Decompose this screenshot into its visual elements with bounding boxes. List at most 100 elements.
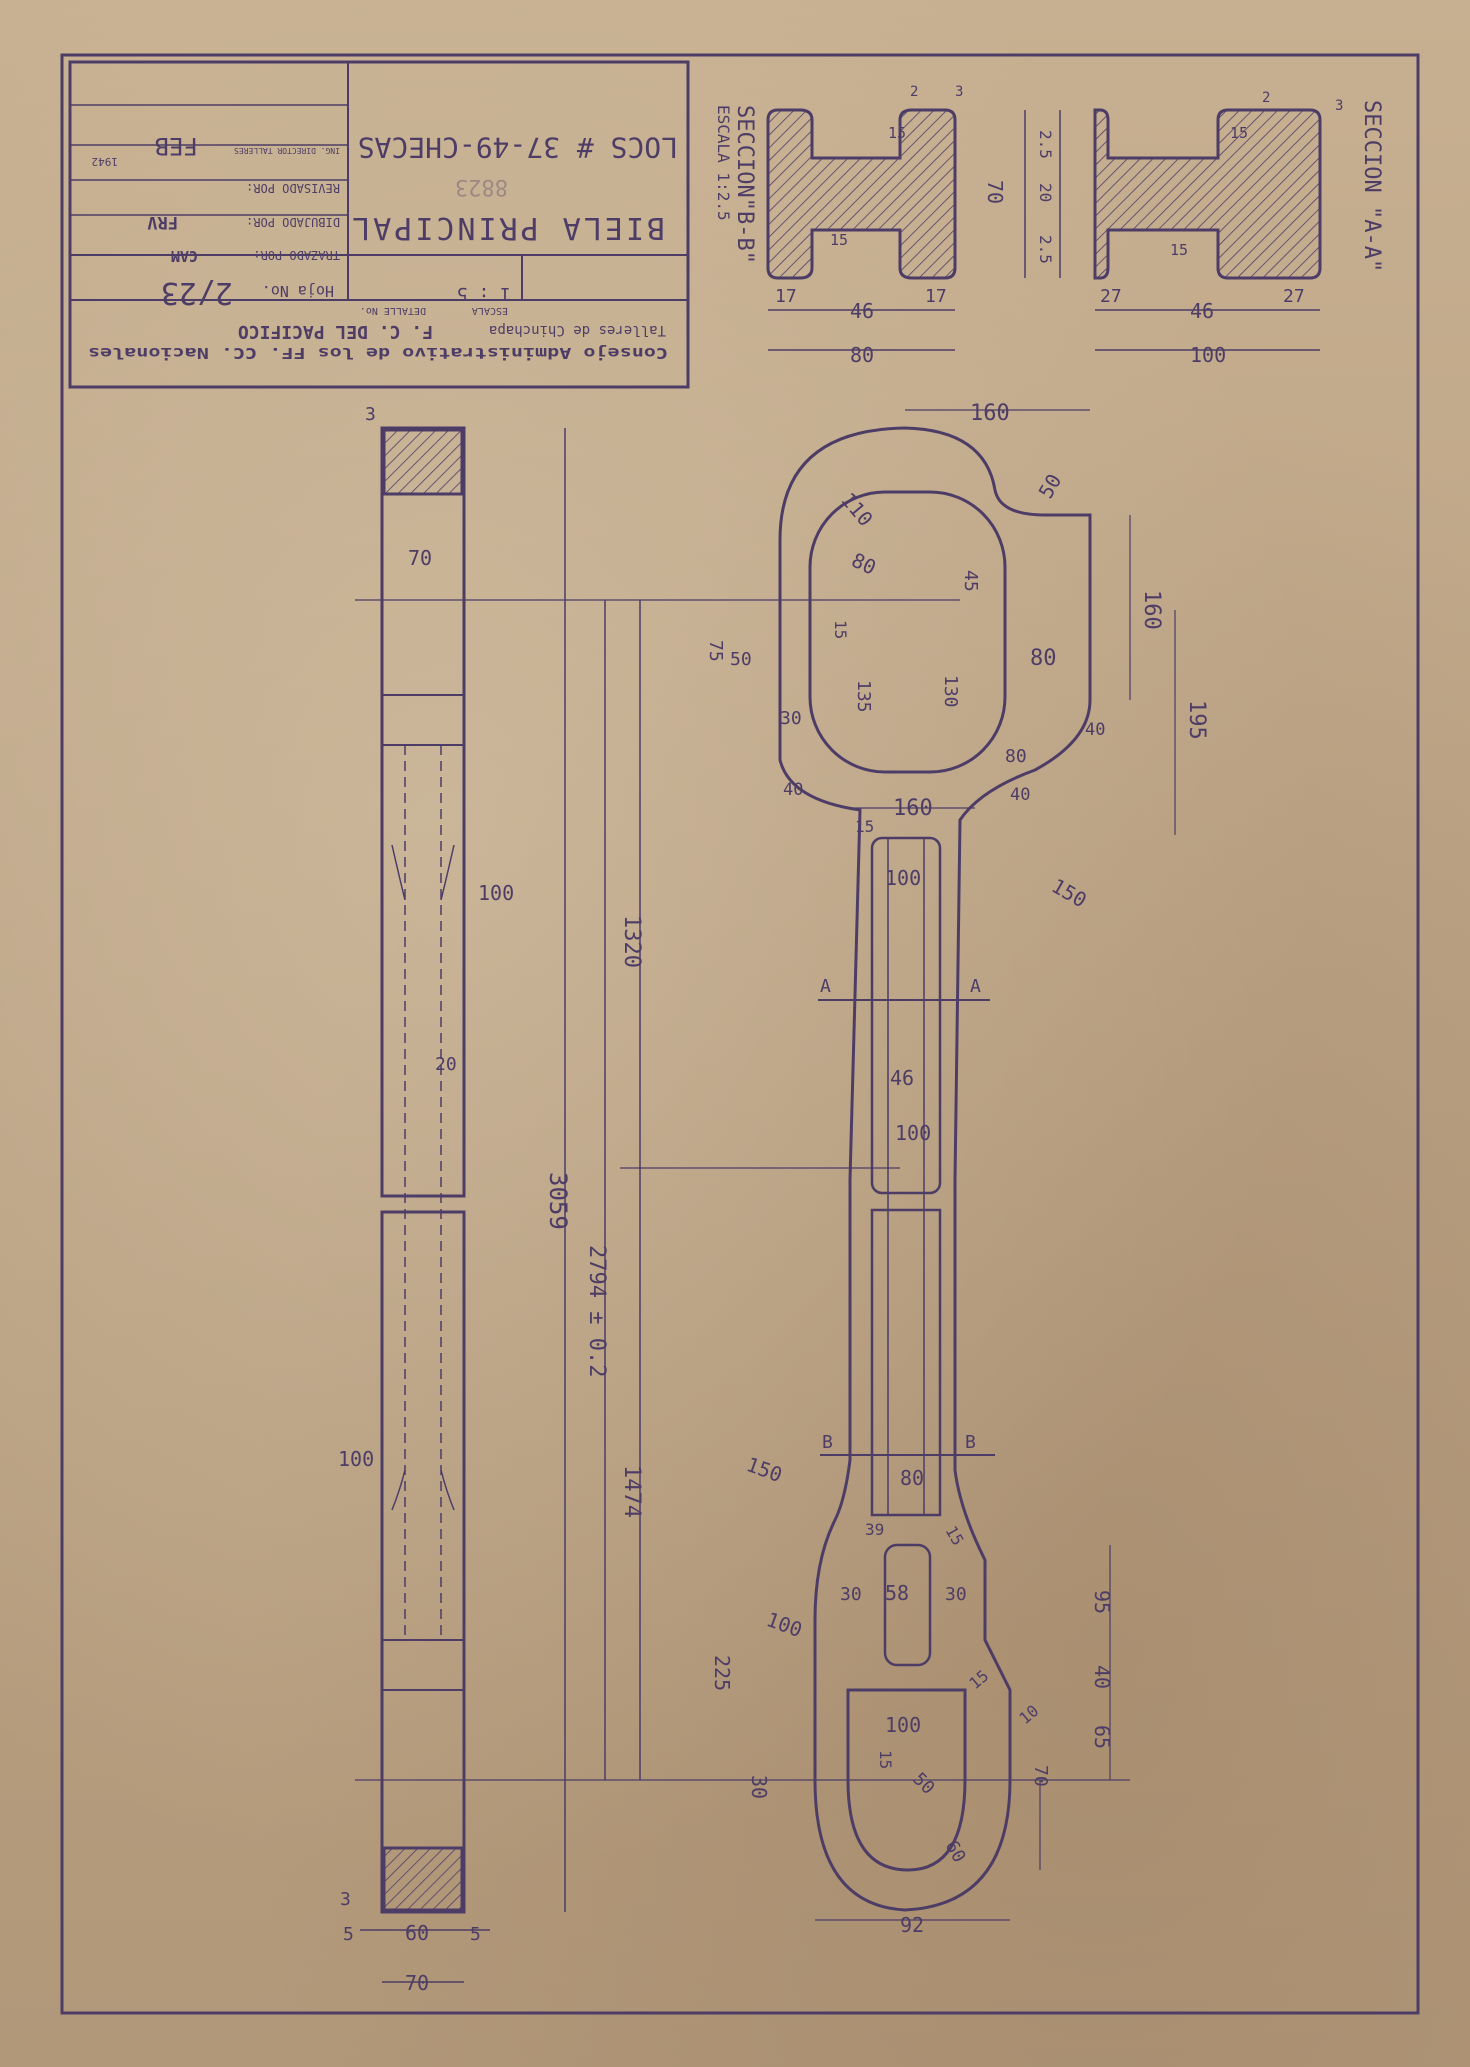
scale-label: ESCALA [472, 305, 508, 316]
section-b-dim-3: 15 [888, 124, 906, 142]
sheet-label: Hoja No. [262, 282, 334, 300]
approved-value: FEB [155, 132, 198, 160]
section-a-dim-3: 15 [1230, 124, 1248, 142]
section-b-b: SECCION"B-B" ESCALA 1:2.5 2 3 15 15 17 4… [714, 84, 963, 367]
small-dim-6: 58 [885, 1581, 909, 1605]
section-a-dim-4: 15 [1170, 241, 1188, 259]
pencil-note: 8823 [455, 174, 508, 199]
traced-label: TRAZADO POR: [253, 248, 340, 262]
small-end-dimensions: B B 150 80 15 39 30 58 30 95 40 65 100 1… [710, 1432, 1114, 1937]
small-dim-21: 92 [900, 1913, 924, 1937]
section-a-dim-1: 2 [1262, 90, 1270, 106]
overall-length: 3059 [544, 1172, 572, 1230]
section-a-dim-5: 2.5 [1036, 130, 1055, 159]
big-dim-18: 40 [1010, 785, 1030, 805]
big-dim-11: 135 [853, 680, 874, 713]
section-cut-a-left: A [820, 976, 831, 997]
small-dim-11: 100 [763, 1607, 805, 1642]
section-cut-b-right: B [965, 1432, 976, 1453]
small-dim-2: 80 [900, 1466, 924, 1490]
org-line-1: Consejo Administrativo de los FF. CC. Na… [88, 344, 668, 362]
year: 1942 [92, 155, 119, 168]
section-a-dim-11: 27 [1283, 286, 1305, 307]
side-dim-9: 5 [470, 1924, 481, 1945]
center-distance: 2794 ± 0.2 [584, 1245, 609, 1377]
side-dim-6: 3 [340, 1889, 351, 1910]
section-b-dim-6: 46 [850, 299, 874, 323]
small-dim-10: 65 [1090, 1725, 1114, 1749]
big-dim-7: 195 [1184, 700, 1209, 740]
side-dim-8: 60 [405, 1921, 429, 1945]
side-dim-2: 70 [408, 546, 432, 570]
side-dim-10: 70 [405, 1971, 429, 1995]
small-dim-15: 100 [885, 1713, 921, 1737]
section-a-dim-6: 20 [1036, 183, 1055, 202]
section-b-dim-2: 3 [955, 84, 963, 100]
small-dim-20: 70 [1030, 1765, 1051, 1787]
small-dim-1: 150 [743, 1452, 785, 1487]
small-dim-8: 95 [1090, 1590, 1114, 1614]
big-dim-16: 80 [1005, 746, 1027, 767]
shank-dim-2: 46 [890, 1066, 914, 1090]
section-b-dim-7: 17 [925, 286, 947, 307]
big-dim-9: 50 [730, 649, 752, 670]
side-dim-7: 5 [343, 1924, 354, 1945]
section-cut-b-left: B [822, 1432, 833, 1453]
main-view [778, 409, 1176, 1921]
section-a-dim-10: 46 [1190, 299, 1214, 323]
big-dim-15: 40 [1085, 720, 1105, 740]
big-dim-10: 15 [831, 620, 850, 639]
part-name: BIELA PRINCIPAL [349, 210, 665, 245]
small-dim-17: 50 [908, 1769, 938, 1799]
small-dim-9: 40 [1090, 1665, 1114, 1689]
side-dim-4: 20 [435, 1054, 457, 1075]
detail-label: DETALLE No. [360, 305, 426, 316]
org-line-2: F. C. DEL PACIFICO [238, 321, 433, 342]
side-dim-3: 100 [478, 881, 514, 905]
big-dim-12: 130 [940, 675, 961, 708]
small-dim-13: 10 [1015, 1701, 1042, 1728]
big-end-distance: 1320 [619, 915, 644, 968]
org-line-3: Talleres de Chinchapa [489, 322, 666, 338]
small-dim-12: 15 [965, 1666, 992, 1693]
small-dim-16: 15 [876, 1750, 895, 1769]
section-b-dim-4: 15 [830, 231, 848, 249]
big-dim-1: 160 [970, 401, 1010, 426]
section-b-dim-5: 17 [775, 286, 797, 307]
section-a-dim-2: 3 [1335, 98, 1343, 114]
traced-value: CAM [171, 247, 198, 265]
small-end-distance: 1474 [619, 1465, 644, 1518]
shank-dim-1: 100 [885, 866, 921, 890]
small-dim-3: 15 [942, 1523, 968, 1549]
big-dim-8: 75 [705, 640, 726, 662]
shank-dim-3: 100 [895, 1121, 931, 1145]
section-a-dim-7: 2.5 [1036, 235, 1055, 264]
small-dim-19: 30 [747, 1775, 771, 1799]
big-dim-5: 45 [960, 570, 981, 592]
section-a-dim-8: 70 [983, 180, 1007, 204]
big-dim-20: 15 [855, 817, 874, 836]
big-dim-21: 150 [1048, 874, 1091, 913]
sheet-number: 2/23 [161, 275, 233, 310]
approved-label: ING. DIRECTOR TALLERES [234, 146, 340, 155]
section-a-a: SECCION "A-A" 2 3 15 15 2.5 20 2.5 70 27… [983, 90, 1384, 367]
big-dim-17: 40 [783, 780, 803, 800]
section-b-scale: ESCALA 1:2.5 [714, 105, 733, 221]
drawn-label: DIBUJADO POR: [246, 215, 340, 229]
section-a-title: SECCION "A-A" [1359, 100, 1384, 272]
section-a-dim-9: 27 [1100, 286, 1122, 307]
drawn-value: FRV [147, 212, 178, 232]
small-dim-5: 30 [840, 1584, 862, 1605]
small-dim-14: 225 [710, 1655, 734, 1691]
big-dim-2: 50 [1034, 470, 1067, 503]
small-dim-18: 60 [941, 1837, 970, 1866]
big-dim-4: 80 [848, 548, 880, 580]
sheet-border [60, 53, 1420, 2015]
revised-label: REVISADO POR: [246, 181, 340, 195]
big-dim-19: 160 [893, 796, 933, 821]
section-b-title: SECCION"B-B" [732, 105, 757, 264]
shank-dimensions: 100 A A 46 100 [820, 866, 981, 1145]
small-dim-4: 39 [865, 1520, 884, 1539]
